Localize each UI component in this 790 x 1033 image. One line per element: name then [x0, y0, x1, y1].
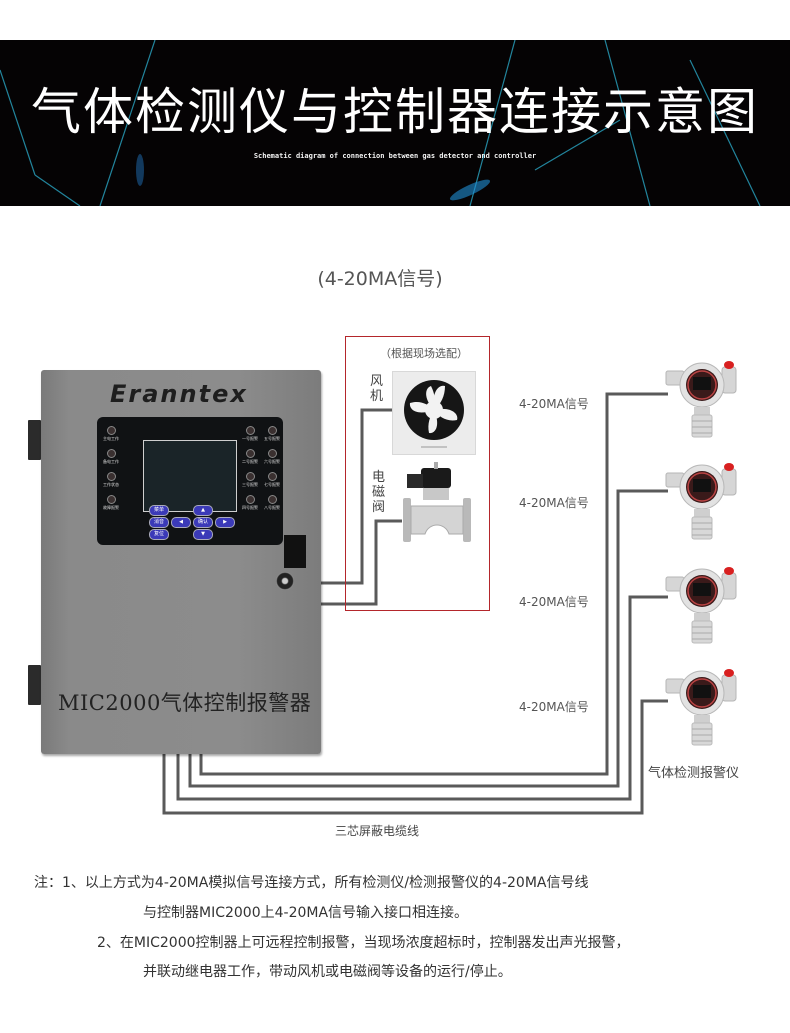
- led-label: 备电工作: [103, 459, 119, 464]
- status-led: [107, 449, 116, 458]
- fan-device: [392, 371, 476, 455]
- note-line-2: 与控制器MIC2000上4-20MA信号输入接口相连接。: [143, 905, 469, 921]
- fan-icon: [404, 380, 464, 448]
- cabinet-hinge-top: [28, 420, 41, 460]
- led-label: 二号报警: [242, 459, 258, 464]
- banner-title: 气体检测仪与控制器连接示意图: [31, 83, 759, 141]
- lock-icon[interactable]: [276, 572, 294, 590]
- optional-devices-box: [345, 336, 490, 611]
- signal-label: 4-20MA信号: [519, 700, 589, 714]
- nameplate-label: [284, 535, 306, 568]
- gas-detector-1: [665, 360, 737, 438]
- led-label: 五号报警: [264, 436, 280, 441]
- signal-label: 4-20MA信号: [519, 595, 589, 609]
- gas-detector-3: [665, 566, 737, 644]
- lcd-screen: [143, 440, 237, 512]
- mute-key[interactable]: 消音: [149, 517, 169, 528]
- status-led: [107, 495, 116, 504]
- led-label: 七号报警: [264, 482, 280, 487]
- valve-label: 电磁阀: [372, 470, 386, 515]
- wire-detector-4: [199, 392, 668, 776]
- note-line-1: 注：1、以上方式为4-20MA模拟信号连接方式，所有检测仪/检测报警仪的4-20…: [34, 875, 589, 891]
- wire-valve: [321, 519, 402, 606]
- banner-decoration: [0, 40, 761, 206]
- led-label: 六号报警: [264, 459, 280, 464]
- detector-caption: 气体检测报警仪: [648, 766, 740, 781]
- cabinet-hinge-bottom: [28, 665, 41, 705]
- note-line-3: 2、在MIC2000控制器上可远程控制报警，当现场浓度超标时，控制器发出声光报警…: [97, 935, 630, 951]
- up-arrow-key[interactable]: ▲: [193, 505, 213, 516]
- led-label: 四号报警: [242, 505, 258, 510]
- signal-label: 4-20MA信号: [519, 397, 589, 411]
- alarm-led: [246, 495, 255, 504]
- gas-detector-2: [665, 462, 737, 540]
- alarm-led: [268, 472, 277, 481]
- solenoid-valve-device: [397, 460, 480, 550]
- alarm-led: [268, 449, 277, 458]
- led-label: 故障报警: [103, 505, 119, 510]
- alarm-led: [268, 495, 277, 504]
- solenoid-valve-icon: [403, 462, 471, 542]
- wire-detector-2: [176, 595, 668, 801]
- wire-fan: [321, 408, 392, 585]
- banner-subtitle: Schematic diagram of connection between …: [253, 152, 537, 160]
- alarm-led: [246, 426, 255, 435]
- wire-detector-1: [162, 699, 668, 815]
- optional-note: （根据现场选配）: [380, 347, 468, 360]
- left-arrow-key[interactable]: ◀: [171, 517, 191, 528]
- signal-label: 4-20MA信号: [519, 496, 589, 510]
- status-led: [107, 472, 116, 481]
- gas-detector-4: [665, 668, 737, 746]
- signal-heading: (4-20MA信号): [317, 268, 443, 290]
- wire-detector-3: [188, 489, 668, 788]
- menu-key[interactable]: 菜单: [149, 505, 169, 516]
- led-label: 三号报警: [242, 482, 258, 487]
- controller-model-text: MIC2000气体控制报警器: [58, 691, 312, 715]
- reset-key[interactable]: 复位: [149, 529, 169, 540]
- status-led: [107, 426, 116, 435]
- alarm-led: [268, 426, 277, 435]
- down-arrow-key[interactable]: ▼: [193, 529, 213, 540]
- header-banner: 气体检测仪与控制器连接示意图 Schematic diagram of conn…: [0, 40, 790, 206]
- cable-caption: 三芯屏蔽电缆线: [335, 824, 420, 838]
- fan-label: 风机: [370, 374, 384, 404]
- brand-logo: Eranntex: [110, 380, 248, 408]
- led-label: 主电工作: [103, 436, 119, 441]
- alarm-led: [246, 472, 255, 481]
- note-line-4: 并联动继电器工作，带动风机或电磁阀等设备的运行/停止。: [143, 964, 512, 980]
- alarm-led: [246, 449, 255, 458]
- right-arrow-key[interactable]: ▶: [215, 517, 235, 528]
- led-label: 一号报警: [242, 436, 258, 441]
- led-label: 工作状态: [103, 482, 119, 487]
- confirm-key[interactable]: 确认: [193, 517, 213, 528]
- led-label: 八号报警: [264, 505, 280, 510]
